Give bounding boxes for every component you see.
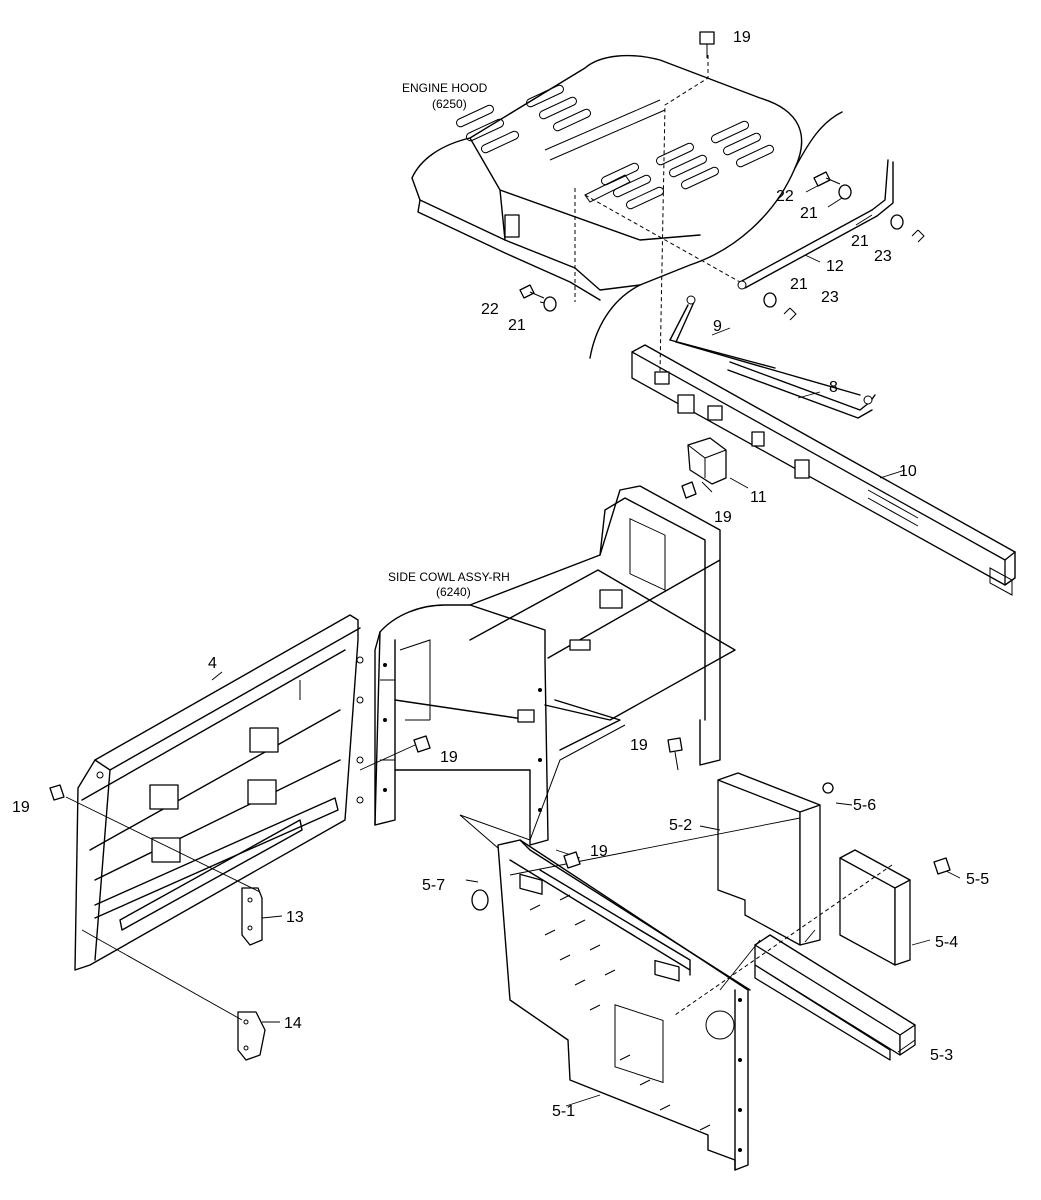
side-cowl-assy bbox=[374, 485, 736, 849]
callout: 5-4 bbox=[935, 934, 958, 951]
panel-4 bbox=[74, 614, 364, 971]
bracket-13 bbox=[241, 887, 263, 946]
callout: 5-1 bbox=[552, 1103, 575, 1120]
grommet-5-7 bbox=[471, 889, 489, 911]
hood-stay-rod bbox=[737, 159, 894, 290]
cushion-5-4 bbox=[839, 849, 911, 966]
assembly-labels: ENGINE HOOD (6250) SIDE COWL ASSY-RH (62… bbox=[388, 81, 510, 599]
callout: 11 bbox=[750, 489, 767, 506]
callout: 19 bbox=[590, 843, 608, 860]
callout: 19 bbox=[630, 737, 648, 754]
cushion-5-3 bbox=[754, 934, 916, 1061]
callout: 21 bbox=[790, 276, 808, 293]
callout: 21 bbox=[508, 317, 526, 334]
cushion-5-2 bbox=[717, 772, 821, 946]
callout: 5-3 bbox=[930, 1047, 953, 1064]
callout: 19 bbox=[733, 29, 751, 46]
callout: 23 bbox=[874, 248, 892, 265]
callout: 4 bbox=[208, 655, 217, 672]
leader-lines bbox=[65, 55, 961, 1107]
callout: 19 bbox=[714, 509, 732, 526]
bracket-14 bbox=[237, 1011, 266, 1061]
callout: 12 bbox=[826, 258, 844, 275]
rod-8 bbox=[727, 361, 876, 419]
callout: 5-7 bbox=[422, 877, 445, 894]
callout: 19 bbox=[440, 749, 458, 766]
bracket-11 bbox=[687, 431, 765, 485]
side-panel-5-1 bbox=[497, 839, 751, 1171]
side-cowl-code: (6240) bbox=[436, 585, 471, 599]
callout-numbers: 19 22 21 21 23 12 21 23 22 21 9 8 10 11 … bbox=[12, 29, 989, 1120]
side-cowl-label: SIDE COWL ASSY-RH bbox=[388, 570, 510, 584]
fasteners bbox=[49, 31, 951, 875]
callout: 13 bbox=[286, 909, 304, 926]
callout: 14 bbox=[284, 1015, 302, 1032]
engine-hood bbox=[411, 54, 843, 359]
callout: 22 bbox=[481, 301, 499, 318]
callout: 19 bbox=[12, 799, 30, 816]
engine-hood-code: (6250) bbox=[432, 97, 467, 111]
callout: 8 bbox=[829, 379, 838, 396]
callout: 23 bbox=[821, 289, 839, 306]
callout: 9 bbox=[713, 318, 722, 335]
cross-member-10 bbox=[631, 344, 1016, 596]
callout: 21 bbox=[851, 233, 869, 250]
callout: 21 bbox=[800, 205, 818, 222]
callout: 10 bbox=[899, 463, 917, 480]
callout: 5-2 bbox=[669, 817, 692, 834]
callout: 22 bbox=[776, 188, 794, 205]
engine-hood-label: ENGINE HOOD bbox=[402, 81, 488, 95]
rod-9 bbox=[669, 295, 861, 396]
callout: 5-6 bbox=[853, 797, 876, 814]
callout: 5-5 bbox=[966, 871, 989, 888]
